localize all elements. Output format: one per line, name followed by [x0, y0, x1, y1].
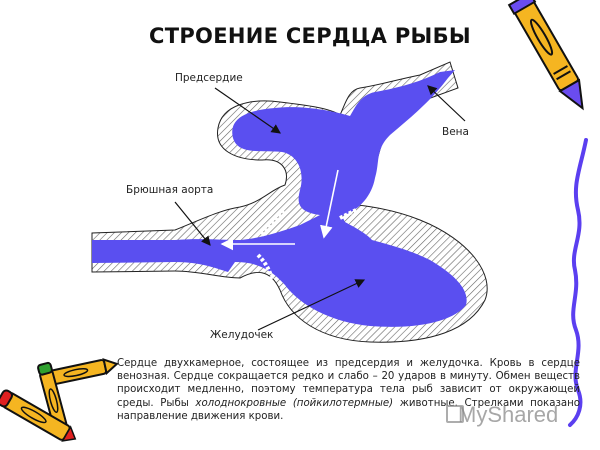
blood-flow-arrows	[220, 169, 339, 251]
pencils-bottom-left-icon	[0, 358, 119, 442]
label-aorta: Брюшная аорта	[126, 184, 214, 196]
description-text: Сердце двухкамерное, состоящее из предсе…	[117, 357, 580, 423]
squiggle-line	[568, 138, 588, 427]
label-pointers	[174, 85, 466, 331]
watermark: MyShared	[458, 402, 559, 427]
label-vein: Вена	[442, 126, 469, 138]
description-part2: животные. Стрелками показано направление…	[117, 397, 580, 422]
label-atrium: Предсердие	[175, 72, 243, 84]
watermark-logo-icon	[446, 405, 464, 423]
description-italic: холоднокровные (пойкилотермные)	[195, 397, 394, 409]
blood-cavity	[92, 70, 467, 327]
page-title: СТРОЕНИЕ СЕРДЦА РЫБЫ	[149, 24, 471, 48]
pencil-top-right-icon	[507, 0, 584, 111]
valve-slits	[256, 208, 357, 281]
label-ventricle: Желудочек	[210, 329, 274, 341]
description-part1: Сердце двухкамерное, состоящее из предсе…	[117, 358, 580, 409]
